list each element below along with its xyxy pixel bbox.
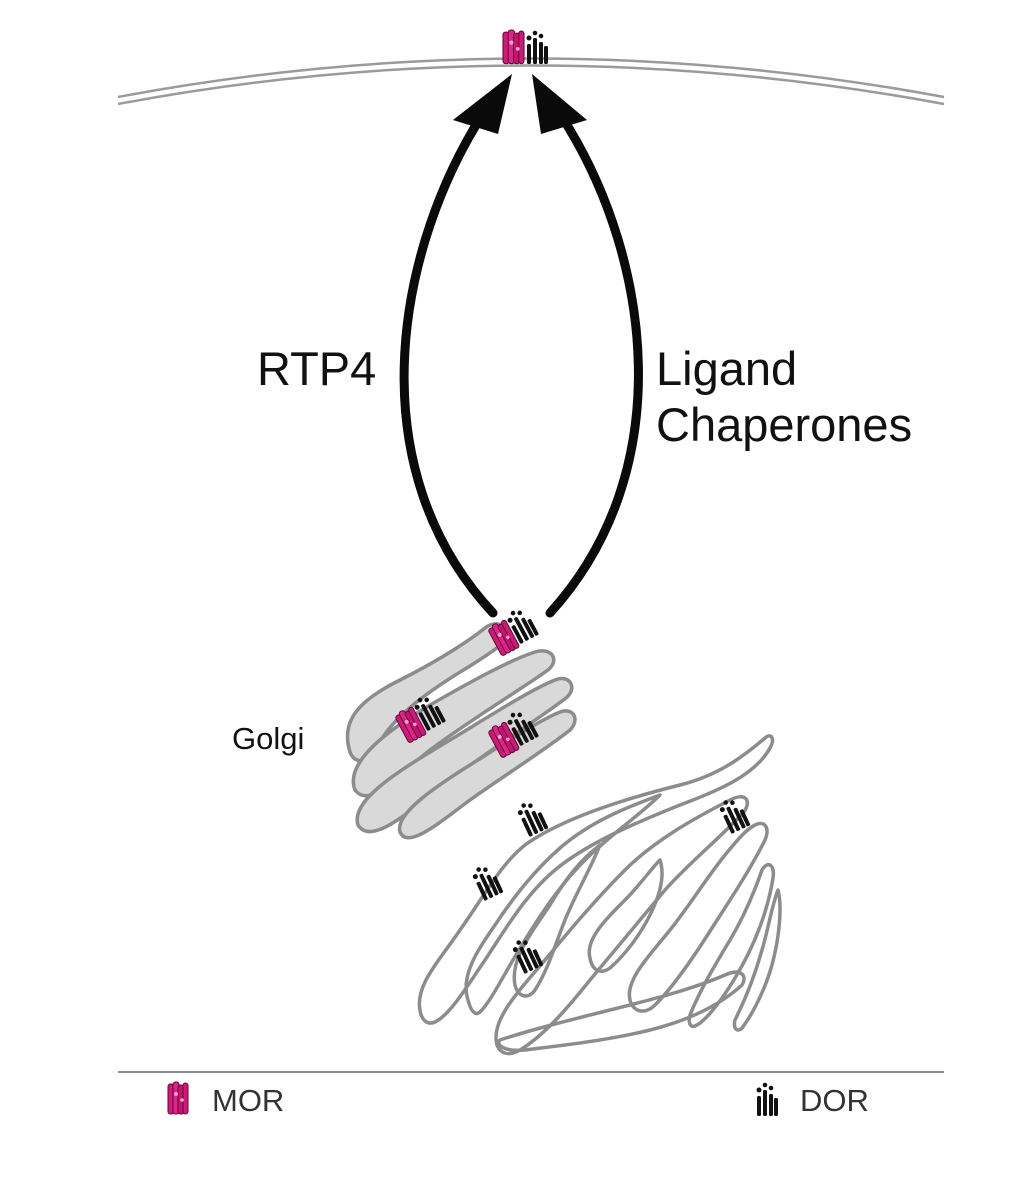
ligand-label-line1: Ligand bbox=[656, 342, 798, 395]
ligand-chaperones-label: Ligand Chaperones bbox=[656, 341, 912, 454]
cell-membrane bbox=[117, 57, 945, 106]
ligand-chaperone-arrow bbox=[532, 74, 643, 618]
golgi-label: Golgi bbox=[232, 721, 305, 756]
mor-legend-icon bbox=[167, 1081, 189, 1115]
dor-icon bbox=[514, 797, 549, 838]
golgi-apparatus bbox=[345, 622, 577, 840]
rtp4-arrow bbox=[399, 74, 512, 618]
ligand-label-line2: Chaperones bbox=[656, 398, 913, 452]
mor-legend-label: MOR bbox=[212, 1083, 285, 1118]
dor-legend-label: DOR bbox=[800, 1083, 869, 1118]
dor-icon bbox=[469, 861, 504, 902]
dor-legend-icon bbox=[756, 1082, 778, 1116]
mor-icon bbox=[502, 29, 525, 65]
rtp4-label: RTP4 bbox=[257, 342, 377, 395]
